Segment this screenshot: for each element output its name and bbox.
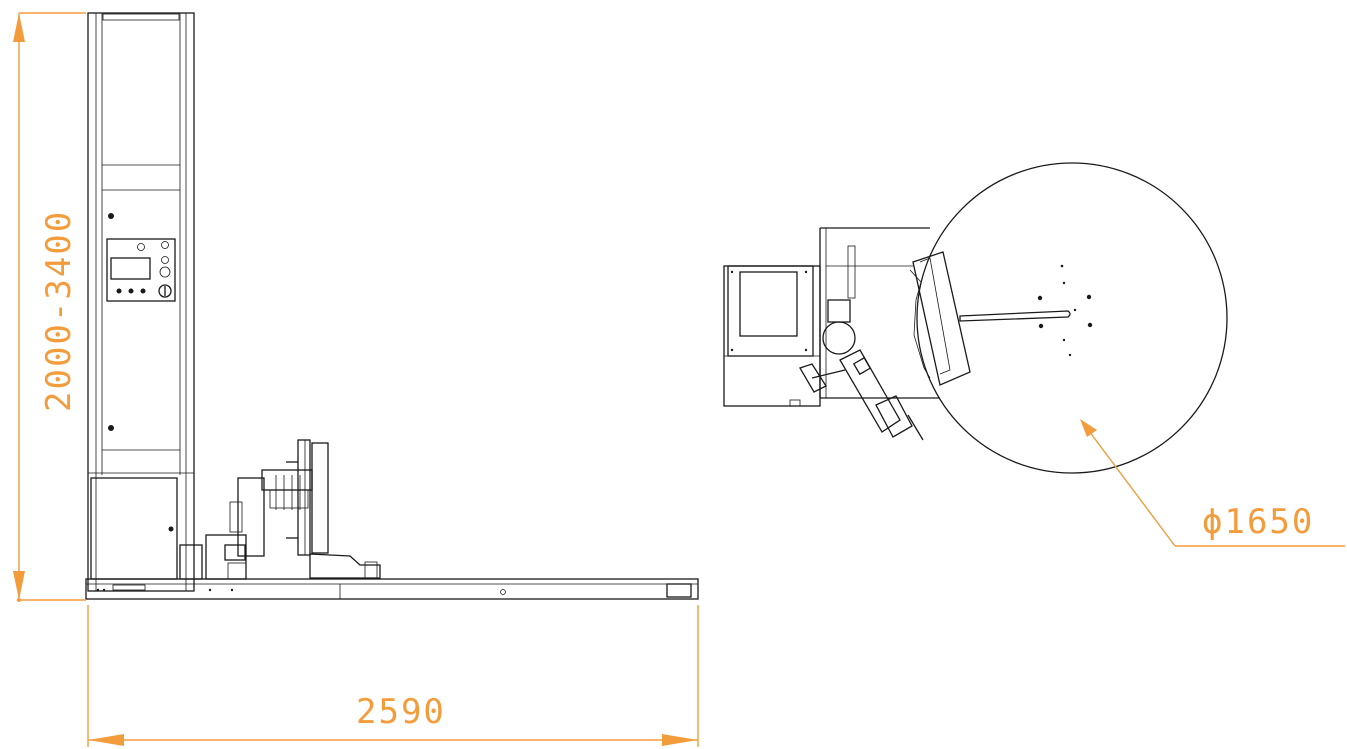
gearmotor-arm <box>799 349 924 441</box>
mast-column <box>87 12 195 592</box>
height-dimension <box>13 12 86 602</box>
diameter-leader <box>1080 419 1345 547</box>
control-panel <box>106 213 176 431</box>
film-carriage <box>179 439 381 580</box>
turntable-arm <box>959 310 1071 322</box>
motor-cabinet <box>723 265 821 407</box>
base-rail <box>85 578 699 600</box>
side-view <box>85 12 699 600</box>
top-view: ϕ1650 <box>723 162 1345 547</box>
frame-plate <box>819 227 971 399</box>
bottom-cabinet <box>90 477 178 580</box>
diameter-label: ϕ1650 <box>1202 502 1314 542</box>
width-dimension <box>87 605 699 747</box>
turntable-holes <box>1037 264 1093 357</box>
height-label: 2000-3400 <box>39 210 79 412</box>
width-label: 2590 <box>356 692 446 732</box>
turntable-outline <box>916 162 1228 474</box>
